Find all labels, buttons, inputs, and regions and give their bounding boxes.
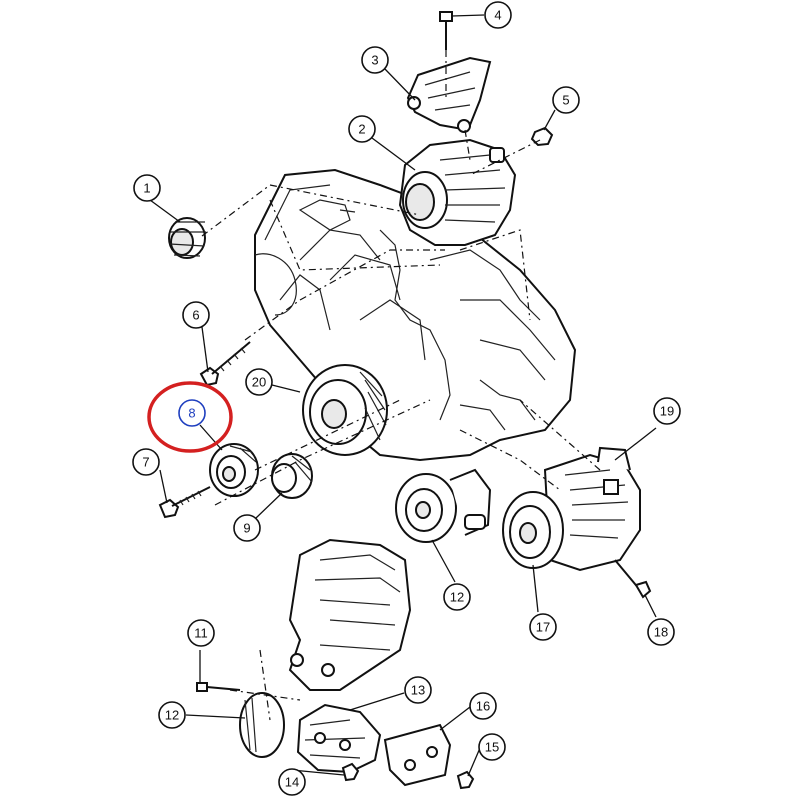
- callout-16-label: 16: [476, 699, 490, 714]
- callout-6-label: 6: [192, 308, 199, 323]
- bracket-16-part: [383, 723, 452, 787]
- callout-5-label: 5: [562, 93, 569, 108]
- power-steering-pulley-part: [395, 468, 492, 543]
- callout-20-label: 20: [252, 375, 266, 390]
- lower-pulley-12-part: [239, 692, 285, 758]
- callout-11: 11: [187, 619, 215, 647]
- callout-1: 1: [133, 174, 161, 202]
- callout-9-label: 9: [243, 521, 250, 536]
- callout-12-lower-label: 12: [165, 708, 179, 723]
- bolt-7-part: [158, 486, 211, 519]
- callout-14-label: 14: [285, 775, 299, 790]
- leader-lines: [149, 14, 657, 777]
- callout-17-label: 17: [536, 620, 550, 635]
- callout-8-label: 8: [188, 406, 195, 421]
- power-steering-pump-part: [296, 703, 382, 774]
- callout-15-label: 15: [485, 740, 499, 755]
- callout-1-label: 1: [143, 181, 150, 196]
- cap-part: [168, 217, 206, 259]
- callout-19-label: 19: [660, 404, 674, 419]
- callout-4: 4: [484, 1, 512, 29]
- idler-pulley-part: [209, 443, 259, 497]
- callout-12-upper-label: 12: [450, 590, 464, 605]
- tensioner-pulley-part: [271, 453, 313, 499]
- callout-5: 5: [552, 86, 580, 114]
- alternator-part: [398, 138, 517, 246]
- callout-16: 16: [469, 692, 497, 720]
- callout-3-label: 3: [371, 53, 378, 68]
- callout-13: 13: [404, 676, 432, 704]
- callout-2-label: 2: [358, 122, 365, 137]
- callout-11-label: 11: [194, 626, 208, 641]
- assembly-lines: [201, 50, 601, 721]
- bolt-14-part: [341, 762, 360, 782]
- callout-15: 15: [478, 733, 506, 761]
- bolt-18-part: [614, 559, 652, 599]
- callout-6: 6: [182, 301, 210, 329]
- callout-8-highlight-ring: [147, 381, 233, 453]
- callout-12-upper: 12: [443, 583, 471, 611]
- bolt-15-part: [456, 770, 475, 790]
- bolt-4-part: [439, 11, 453, 50]
- bolt-6-part: [199, 341, 251, 387]
- callout-17: 17: [529, 613, 557, 641]
- bolt-11-part: [196, 682, 241, 692]
- callout-4-label: 4: [494, 8, 501, 23]
- alternator-bracket-part: [406, 56, 492, 133]
- callout-3: 3: [361, 46, 389, 74]
- callout-7: 7: [132, 448, 160, 476]
- callout-2: 2: [348, 115, 376, 143]
- callout-9: 9: [233, 514, 261, 542]
- crankshaft-pulley-part: [302, 364, 388, 456]
- callout-8: 8: [178, 399, 206, 427]
- pump-bracket-part: [288, 538, 412, 691]
- callout-13-label: 13: [411, 683, 425, 698]
- callout-19: 19: [653, 397, 681, 425]
- callout-14: 14: [278, 768, 306, 796]
- callout-7-label: 7: [142, 455, 149, 470]
- callout-18: 18: [647, 618, 675, 646]
- callout-18-label: 18: [654, 625, 668, 640]
- callout-20: 20: [245, 368, 273, 396]
- callout-12-lower: 12: [158, 701, 186, 729]
- ac-compressor-part: [502, 446, 641, 572]
